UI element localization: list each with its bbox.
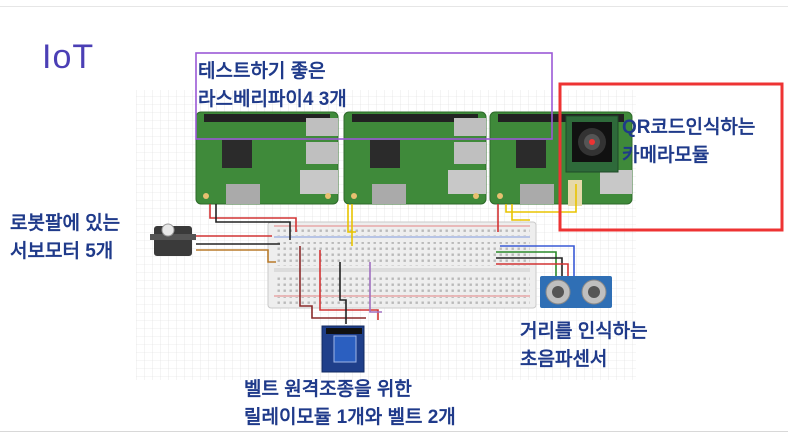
page-title: IoT [42, 38, 95, 76]
relay-label-line-2: 릴레이모듈 1개와 벨트 2개 [244, 407, 456, 428]
raspberry-pi-highlight-box [195, 52, 553, 140]
camera-label-line-2: 카메라모듈 [622, 145, 710, 166]
camera-highlight-box [558, 82, 784, 232]
servo-motor [150, 223, 196, 256]
relay-label-line-1: 벨트 원격조종을 위한 [244, 379, 412, 400]
ultrasonic-label-line-1: 거리를 인식하는 [520, 321, 648, 342]
raspberry-pi-label-line-2: 라스베리파이4 3개 [198, 89, 347, 110]
servo-label-line-2: 서보모터 5개 [10, 241, 114, 262]
top-border [0, 6, 788, 7]
breadboard [267, 221, 537, 309]
camera-module [565, 115, 619, 206]
servo-label-line-1: 로봇팔에 있는 [10, 213, 121, 234]
relay-label: 벨트 원격조종을 위한 릴레이모듈 1개와 벨트 2개 [244, 376, 456, 432]
ultrasonic-label-line-2: 초음파센서 [520, 349, 608, 370]
ultrasonic-sensor [540, 276, 612, 308]
bottom-border [0, 431, 788, 432]
relay-module [321, 325, 365, 373]
raspberry-pi-label: 테스트하기 좋은 라스베리파이4 3개 [198, 58, 347, 114]
camera-label-line-1: QR코드인식하는 [622, 117, 756, 138]
raspberry-pi-1 [195, 111, 339, 205]
raspberry-pi-label-line-1: 테스트하기 좋은 [198, 61, 326, 82]
raspberry-pi-2 [343, 111, 487, 205]
camera-label: QR코드인식하는 카메라모듈 [622, 114, 755, 170]
ultrasonic-label: 거리를 인식하는 초음파센서 [520, 318, 648, 374]
servo-label: 로봇팔에 있는 서보모터 5개 [10, 210, 120, 266]
wires [196, 184, 577, 324]
